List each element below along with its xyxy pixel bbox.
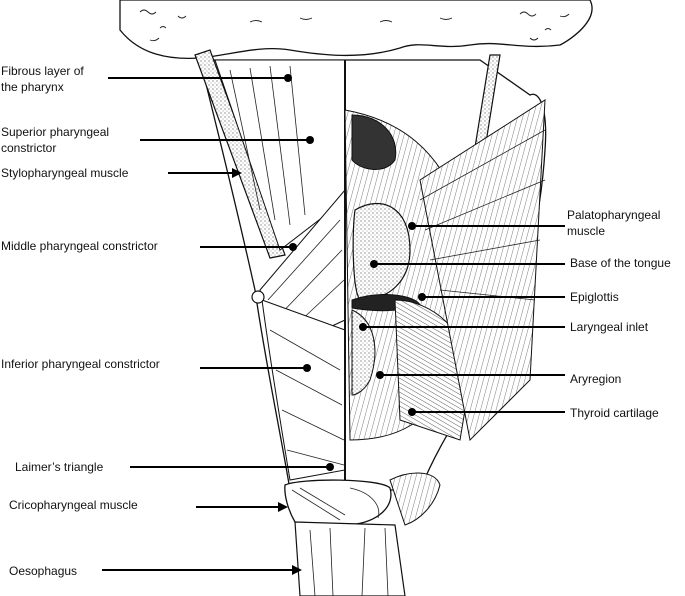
label-aryregion: Aryregion (570, 372, 622, 386)
label-base-of-tongue: Base of the tongue (570, 256, 671, 270)
cricopharyngeal-ring (284, 479, 392, 526)
tongue-base (352, 202, 411, 301)
crico-right-lobe (389, 472, 441, 526)
label-middle-constrictor: Middle pharyngeal constrictor (1, 239, 158, 253)
label-stylopharyngeal-muscle: Stylopharyngeal muscle (1, 166, 129, 180)
label-cricopharyngeal-muscle: Cricopharyngeal muscle (9, 498, 138, 512)
oesophagus-tube (294, 521, 406, 596)
skull-base (119, 0, 593, 60)
label-oesophagus: Oesophagus (9, 564, 78, 578)
laryngeal-inlet-shape (351, 309, 376, 396)
stylopharyngeal-strip (194, 49, 286, 259)
label-palatopharyngeal-muscle: Palatopharyngeal muscle (567, 208, 661, 238)
hyoid-knob (251, 290, 265, 304)
label-superior-constrictor: Superior pharyngeal constrictor (1, 125, 110, 155)
label-laimers-triangle: Laimer’s triangle (15, 460, 104, 474)
inferior-constrictor (261, 299, 346, 481)
label-fibrous-layer: Fibrous layer of the pharynx (1, 64, 84, 94)
right-muscle-fan (419, 99, 546, 442)
label-thyroid-cartilage: Thyroid cartilage (570, 406, 659, 420)
label-epiglottis: Epiglottis (570, 290, 619, 304)
label-laryngeal-inlet: Laryngeal inlet (570, 320, 649, 334)
oral-cavity-dark (351, 114, 397, 170)
label-inferior-constrictor: Inferior pharyngeal constrictor (1, 357, 160, 371)
bone-texture (139, 9, 570, 42)
